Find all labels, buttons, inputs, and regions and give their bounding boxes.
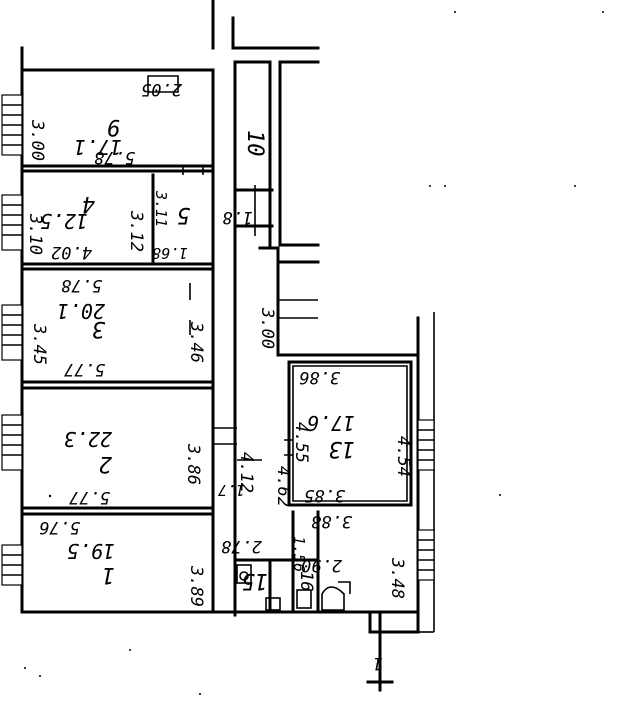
room14-right-dim: 3.48 [387,557,407,599]
room9-left-dim: 3.00 [27,119,47,161]
room3-number: 3 [92,316,106,341]
room13-number: 13 [329,436,356,461]
room11-dim: 3.00 [257,307,277,349]
room4-right-dim2: 1.68 [152,244,188,262]
room16-dim: 1.56 [290,536,308,572]
room4-right-dim: 3.12 [126,210,146,252]
room2-bottom-dim: 5.77 [68,487,110,507]
room1-right-dim: 3.89 [186,565,206,607]
room4-number: 4 [82,191,95,216]
room9-area: 17.1 [74,135,122,159]
section-label: 1 [373,653,383,673]
room2-number: 2 [99,451,112,476]
room12-dim2: 1.7 [218,481,245,499]
room1-number: 1 [102,562,115,587]
room10a-dim: 1.8 [222,207,253,227]
room3-right-dim: 3.46 [186,321,206,363]
room5-number: 5 [177,202,190,227]
room10-number: 10 [242,130,267,157]
room13-bottom-dim: 3.85 [304,485,346,505]
room2-area: 22.3 [64,427,112,451]
room12-dim3: 4.62 [273,466,293,507]
room2-right-dim: 3.86 [183,443,203,485]
room1-area: 19.5 [67,539,115,563]
room3-bottom-dim: 5.77 [63,359,105,379]
room3-area: 20.1 [57,299,105,323]
doors [147,75,318,461]
room16-number: 16 [296,571,316,591]
room4-area: 12.5 [40,209,88,233]
room15-number: 15 [242,568,269,593]
room3-top-dim: 5.78 [61,275,102,295]
room13-left-dim: 4.55 [291,422,311,463]
fixtures [236,564,351,611]
room9-number: 9 [107,114,120,139]
room13-top-dim: 3.86 [299,367,341,387]
room4-bottom-dim: 4.02 [51,242,92,262]
specks [24,11,604,695]
room15-dim: 2.78 [221,536,262,556]
room13-area: 17.6 [307,411,355,435]
room1-top-dim: 5.76 [39,517,80,537]
room3-left-dim: 3.45 [29,323,49,365]
windows [1,94,435,586]
room13-right-dim: 4.54 [393,436,413,477]
labels: 2.05 9 17.1 5.78 3.00 4 12.5 4.02 3.10 3… [25,79,413,607]
room14-width-dim: 2.90 [301,555,342,575]
room9-top-dim: 2.05 [141,79,182,99]
room12-dim1: 4.12 [236,452,256,493]
room9-bottom-dim: 5.78 [94,147,135,167]
room4-left-dim: 3.10 [25,213,45,255]
room5-left-dim: 3.11 [152,190,170,227]
section-mark: 1 [366,610,394,692]
room14-bottom-dim: 3.88 [311,511,353,531]
